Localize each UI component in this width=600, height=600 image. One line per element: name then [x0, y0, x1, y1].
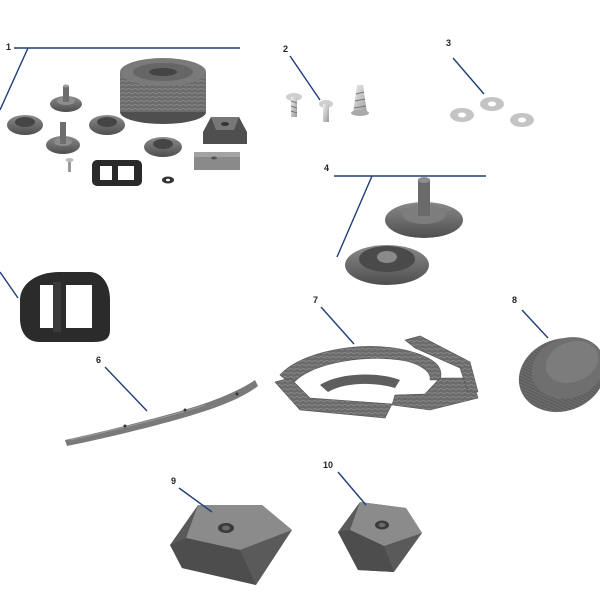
washer-1: [450, 108, 474, 122]
screw-b: [319, 100, 333, 122]
part-6-strap: [65, 380, 258, 446]
callout-10: 10: [323, 460, 333, 470]
cup-5: [144, 137, 182, 157]
part-9-pad: [170, 505, 292, 585]
leader-buckle: [0, 271, 19, 299]
washer-small: [162, 176, 174, 184]
leader-3: [452, 57, 485, 95]
part-1-kit: [7, 58, 247, 186]
part-8-knob: [518, 337, 600, 413]
callout-7: 7: [313, 295, 318, 305]
callout-9: 9: [171, 476, 176, 486]
leader-6: [104, 366, 148, 412]
washer-2: [480, 97, 504, 111]
pad-kit-1: [203, 117, 247, 144]
part-3-washers: [450, 97, 534, 127]
callout-8: 8: [512, 295, 517, 305]
cup-2: [7, 115, 43, 135]
buckle-small: [92, 160, 142, 186]
webbing-roll: [120, 58, 206, 124]
screw-small: [65, 158, 74, 172]
callout-6: 6: [96, 355, 101, 365]
leader-9: [178, 487, 213, 513]
screw-c: [351, 85, 369, 116]
part-10-small-pad: [338, 502, 422, 572]
leader-7: [320, 306, 355, 345]
part-4-peg-and-base: [345, 177, 463, 285]
pad-kit-2: [194, 152, 240, 170]
callout-1: 1: [6, 42, 11, 52]
leader-8: [521, 309, 549, 339]
part-7-webbing: [274, 335, 479, 419]
leader-10: [337, 471, 367, 506]
large-buckle: [20, 272, 110, 342]
callout-3: 3: [446, 38, 451, 48]
screw-a: [286, 93, 302, 117]
callout-2: 2: [283, 44, 288, 54]
leader-2: [289, 55, 321, 101]
callout-4: 4: [324, 163, 329, 173]
leader-4: [334, 175, 486, 258]
peg-cup-1: [50, 84, 82, 112]
base-cup: [345, 245, 429, 285]
cup-3: [89, 115, 125, 135]
peg-cup-4: [46, 122, 80, 154]
washer-3: [510, 113, 534, 127]
leader-1: [0, 47, 240, 111]
peg-mount: [385, 177, 463, 238]
part-2-screws: [286, 85, 369, 122]
